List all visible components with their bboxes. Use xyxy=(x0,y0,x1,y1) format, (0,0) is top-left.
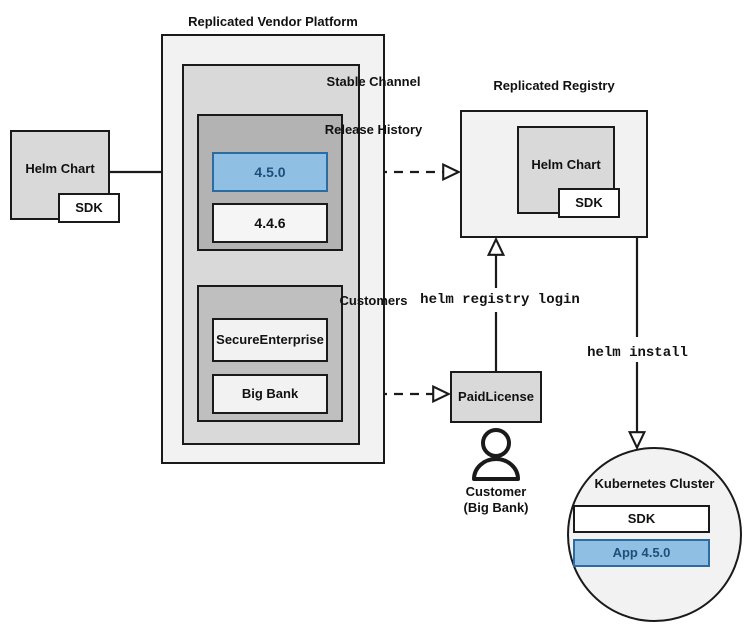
helm-chart-registry-sdk[interactable]: SDK xyxy=(558,188,620,218)
command-helm-registry-login: helm registry login xyxy=(420,292,580,308)
helm-chart-source-sdk[interactable]: SDK xyxy=(58,193,120,223)
kubernetes-cluster-container xyxy=(567,447,742,622)
customer-caption: Customer (Big Bank) xyxy=(432,484,560,517)
release-version-4-4-6[interactable]: 4.4.6 xyxy=(212,203,328,243)
release-history-label: Release History xyxy=(324,122,423,137)
platform-title: Replicated Vendor Platform xyxy=(188,14,358,29)
customer-person-icon xyxy=(472,428,520,481)
customers-label: Customers xyxy=(339,293,408,308)
paid-license-line1: Paid xyxy=(458,388,486,404)
stable-channel-label: Stable Channel xyxy=(326,74,421,89)
customer-secure-enterprise-line2: Enterprise xyxy=(259,331,324,347)
paid-license-line2: License xyxy=(485,388,534,404)
paid-license-node[interactable]: Paid License xyxy=(450,371,542,423)
customer-caption-line1: Customer xyxy=(465,484,527,499)
release-version-4-5-0[interactable]: 4.5.0 xyxy=(212,152,328,192)
kubernetes-cluster-label: Kubernetes Cluster xyxy=(594,476,715,491)
cluster-sdk-node[interactable]: SDK xyxy=(573,505,710,533)
registry-title: Replicated Registry xyxy=(493,78,615,93)
customer-caption-line2: (Big Bank) xyxy=(463,500,529,516)
customer-secure-enterprise[interactable]: Secure Enterprise xyxy=(212,318,328,362)
customer-big-bank[interactable]: Big Bank xyxy=(212,374,328,414)
cluster-app-node[interactable]: App 4.5.0 xyxy=(573,539,710,567)
customer-secure-enterprise-line1: Secure xyxy=(216,331,260,347)
command-helm-install: helm install xyxy=(587,345,688,361)
